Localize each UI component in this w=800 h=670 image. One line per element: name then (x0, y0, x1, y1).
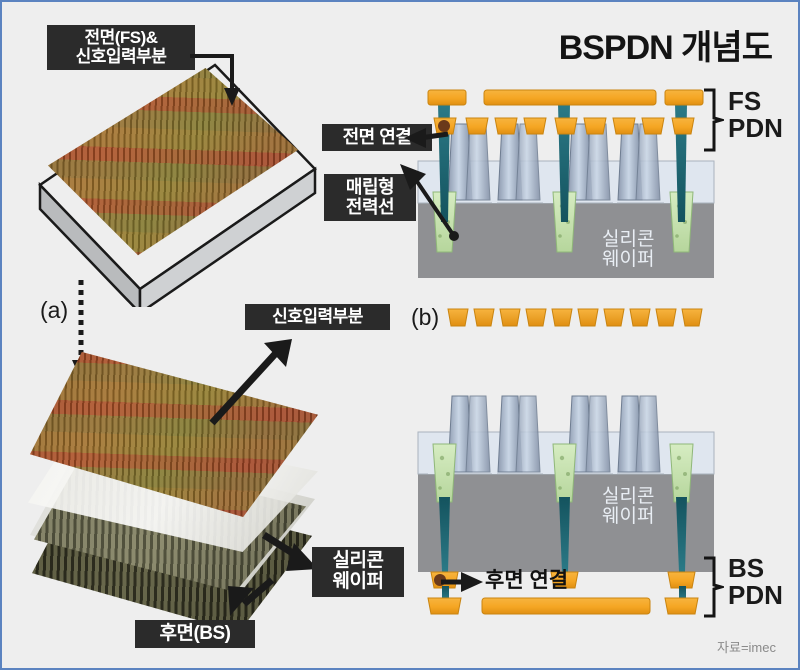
bs-pdn-label: BS PDN (728, 553, 783, 611)
label-signal-input: 신호입력부분 (245, 304, 390, 331)
label-silicon-wafer-left: 실리콘 웨이퍼 (312, 547, 404, 597)
fs-pdn-bracket (704, 88, 724, 152)
panel-b-label: (b) (411, 304, 440, 330)
label-back-connection: 후면 연결 (485, 569, 569, 592)
arrow-back-connection (441, 572, 483, 592)
panel-b-fs-pdn-cross-section (417, 89, 715, 278)
source-credit: 자료=imec (717, 640, 776, 655)
panel-a-label: (a) (40, 297, 69, 323)
arrow-front-connection (404, 128, 449, 148)
detached-pad-row (447, 308, 703, 327)
label-front-connection: 전면 연결 (322, 124, 432, 152)
arrow-back-side (228, 577, 275, 616)
label-front-side-signal-input: 전면(FS)& 신호입력부분 (47, 25, 195, 71)
arrow-front-side (190, 54, 240, 106)
silicon-wafer-text-bottom: 실리콘 웨이퍼 (602, 486, 655, 527)
page-title: BSPDN 개념도 (558, 29, 773, 67)
arrow-silicon-wafer-left (262, 532, 318, 571)
arrow-signal-input (209, 339, 292, 426)
label-buried-power-rail: 매립형 전력선 (324, 174, 416, 222)
silicon-wafer-text-top: 실리콘 웨이퍼 (602, 229, 655, 270)
label-back-side: 후면(BS) (135, 620, 255, 649)
fs-pdn-label: FS PDN (728, 86, 783, 144)
bs-pdn-bracket (704, 556, 724, 618)
arrow-buried-power-rail (400, 164, 459, 241)
panel-b-bs-pdn-cross-section (417, 395, 715, 615)
